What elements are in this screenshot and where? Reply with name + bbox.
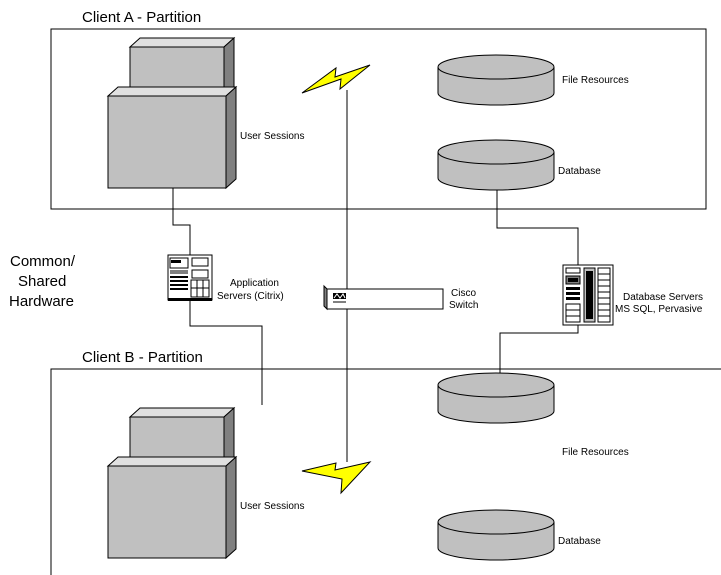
partition-b-file-resources-label: File Resources <box>562 447 629 458</box>
shared-label-line1: Common/ <box>10 253 76 270</box>
partition-a-user-sessions-label: User Sessions <box>240 131 304 142</box>
db-servers-label-line1: Database Servers <box>623 292 703 303</box>
partition-a-title: Client A - Partition <box>82 9 201 26</box>
partition-a-database-label: Database <box>558 166 601 177</box>
partition-b-database-cylinder <box>437 509 555 561</box>
shared-label-line2: Shared <box>18 273 66 290</box>
partition-a-user-session-boxes <box>106 36 238 190</box>
app-servers-label-line1: Application <box>230 278 279 289</box>
db-servers-label-line2: MS SQL, Pervasive <box>615 304 703 315</box>
database-server-icon <box>562 264 614 326</box>
shared-label-line3: Hardware <box>9 293 74 310</box>
partition-b-frame <box>50 368 721 575</box>
partition-a-file-resources-label: File Resources <box>562 75 629 86</box>
connection-lines <box>172 90 579 462</box>
partition-b-title: Client B - Partition <box>82 349 203 366</box>
application-server-icon <box>167 254 213 301</box>
partition-b-user-session-boxes <box>106 406 238 560</box>
switch-label-line2: Switch <box>449 300 478 311</box>
partition-a-file-resources-cylinder <box>437 54 555 106</box>
partition-b-database-label: Database <box>558 536 601 547</box>
partition-a-lightning-icon <box>301 64 371 94</box>
cisco-switch-icon <box>323 284 444 311</box>
switch-label-line1: Cisco <box>451 288 476 299</box>
partition-b-user-sessions-label: User Sessions <box>240 501 304 512</box>
app-servers-label-line2: Servers (Citrix) <box>217 291 284 302</box>
partition-a-frame <box>50 28 707 210</box>
partition-a-database-cylinder <box>437 139 555 191</box>
partition-b-lightning-icon <box>301 461 372 495</box>
partition-b-file-resources-cylinder <box>437 372 555 424</box>
